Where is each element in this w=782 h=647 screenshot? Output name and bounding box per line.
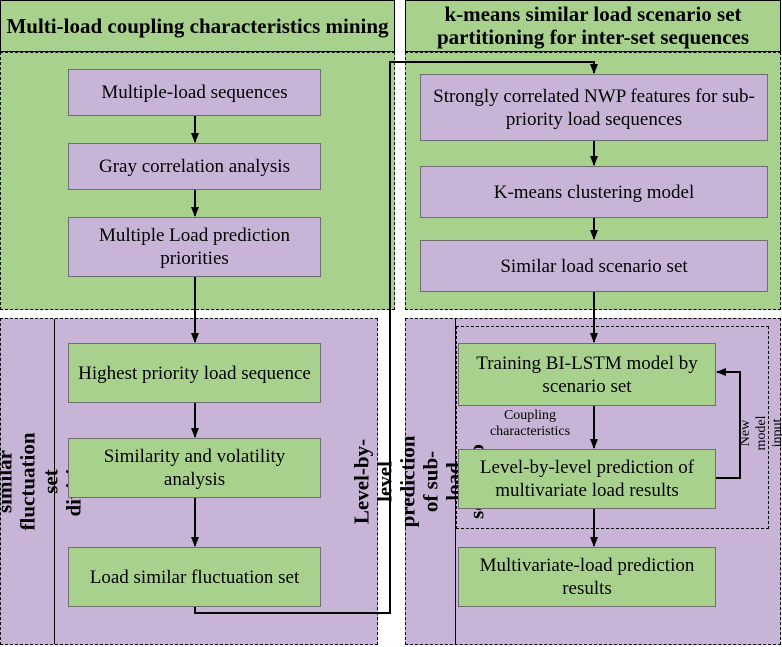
- node-nwp-features: Strongly correlated NWP features for sub…: [420, 74, 768, 141]
- node-highest-priority-load-sequence: Highest priority load sequence: [68, 343, 321, 403]
- node-gray-correlation-analysis: Gray correlation analysis: [68, 143, 321, 190]
- panel-title-coupling-mining-text: Multi-load coupling characteristics mini…: [6, 13, 389, 38]
- panel-title-kmeans-partitioning-text: k-means similar load scenario set partit…: [436, 2, 750, 49]
- node-level-by-level-prediction: Level-by-level prediction of multivariat…: [458, 449, 716, 509]
- panel-title-coupling-mining: Multi-load coupling characteristics mini…: [0, 0, 395, 52]
- node-training-bilstm: Training BI-LSTM model by scenario set: [458, 343, 716, 406]
- node-load-similar-fluctuation-set: Load similar fluctuation set: [68, 547, 321, 607]
- panel-title-fluctuation-set-division: Load similar fluctuation set division: [0, 319, 85, 644]
- node-multiple-load-sequences: Multiple-load sequences: [68, 69, 321, 116]
- node-similarity-volatility-analysis: Similarity and volatility analysis: [68, 438, 321, 498]
- node-kmeans-clustering-model: K-means clustering model: [420, 166, 768, 218]
- node-similar-load-scenario-set: Similar load scenario set: [420, 240, 768, 292]
- inner-dashed-region: [456, 326, 769, 529]
- node-load-prediction-priorities: Multiple Load prediction priorities: [68, 217, 321, 277]
- arrow-feedback-loop: [716, 368, 741, 479]
- arrow-fluctuation-to-nwp: [194, 61, 598, 614]
- node-multivariate-load-results: Multivariate-load prediction results: [458, 547, 716, 607]
- panel-title-kmeans-partitioning: k-means similar load scenario set partit…: [405, 0, 781, 52]
- panel-title-level-prediction: Level-by-level prediction of sub-load sc…: [349, 319, 511, 644]
- label-coupling-characteristics: Coupling characteristics: [489, 408, 571, 439]
